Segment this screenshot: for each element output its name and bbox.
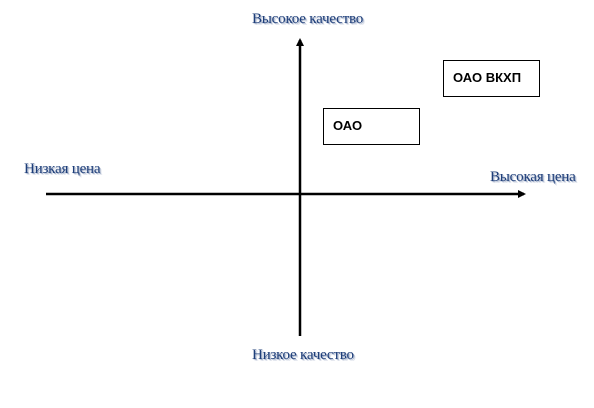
company-box-oao: ОАО: [323, 108, 420, 145]
axis-label-low-quality: Низкое качество: [252, 347, 354, 363]
company-box-oao-vkhp: ОАО ВКХП: [443, 60, 540, 97]
axis-label-high-quality: Высокое качество: [252, 11, 364, 27]
axis-label-high-price: Высокая цена: [490, 169, 576, 185]
axis-label-low-price: Низкая цена: [24, 161, 101, 177]
company-box-label: ОАО: [333, 118, 363, 133]
company-box-label: ОАО ВКХП: [453, 70, 522, 85]
